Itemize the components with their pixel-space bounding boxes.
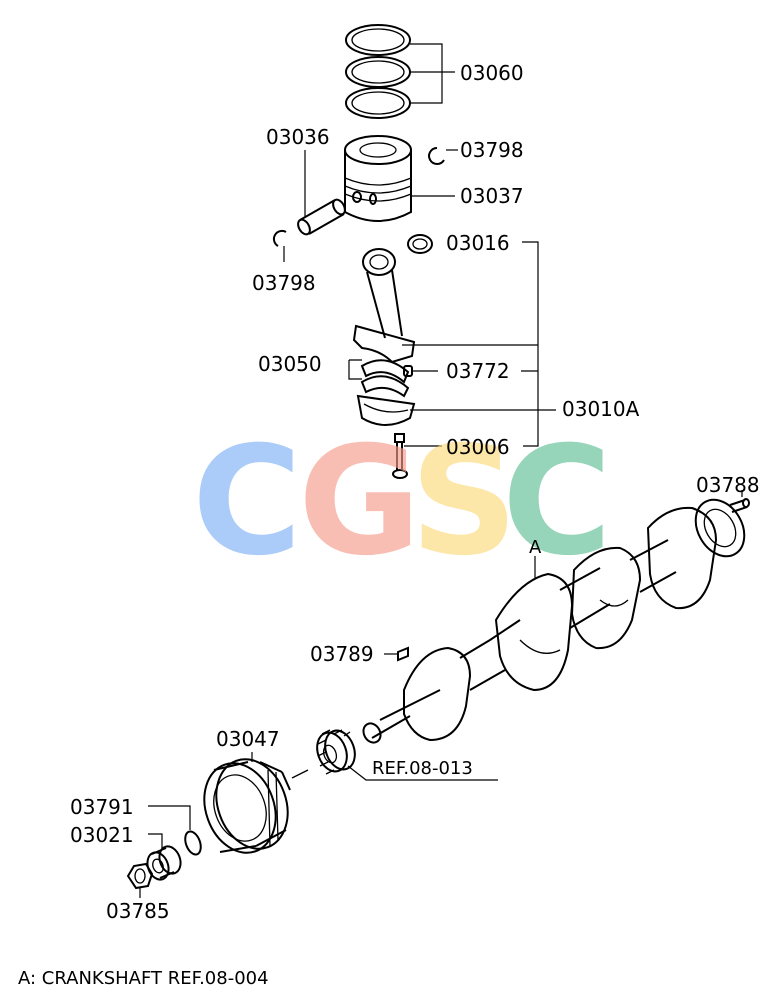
label-a-marker: A [529,537,542,558]
bearing-shells [360,359,410,398]
crank-gear [316,729,356,775]
label-03010a: 03010A [562,397,640,421]
rod-bolt [392,433,408,479]
rod-cap [356,394,416,426]
key-03789 [397,646,409,662]
label-ref-08-013: REF.08-013 [372,758,473,779]
label-03785: 03785 [106,899,170,923]
label-03789: 03789 [310,642,374,666]
label-03036: 03036 [266,125,330,149]
crank-pulley [203,758,291,854]
circlip-03798-left [272,229,287,247]
label-03798-left: 03798 [252,271,316,295]
label-03047: 03047 [216,727,280,751]
circlip-03798-top [428,147,445,165]
label-03037: 03037 [460,184,524,208]
label-03788: 03788 [696,473,760,497]
piston-pin [297,198,346,236]
o-ring-03791 [184,830,202,856]
watermark: C G S C [192,415,612,589]
footnote: A: CRANKSHAFT REF.08-004 [18,968,269,989]
label-03006: 03006 [446,435,510,459]
piston-rings [345,24,411,119]
label-03060: 03060 [460,61,524,85]
label-03791: 03791 [70,795,134,819]
piston [344,135,412,222]
small-end-bush [407,234,433,254]
watermark-letter-c2: C [502,415,612,589]
crankshaft [362,498,746,744]
watermark-letter-c1: C [192,415,302,589]
watermark-letter-g: G [298,415,421,589]
connecting-rod [352,234,433,364]
label-03016: 03016 [446,231,510,255]
crank-nut-03785 [126,862,154,890]
pin-03788 [729,498,750,513]
collar-03021 [146,845,182,881]
label-03021: 03021 [70,823,134,847]
label-03798-top: 03798 [460,138,524,162]
label-03050: 03050 [258,352,322,376]
watermark-letter-s: S [410,415,518,589]
label-03772: 03772 [446,359,510,383]
